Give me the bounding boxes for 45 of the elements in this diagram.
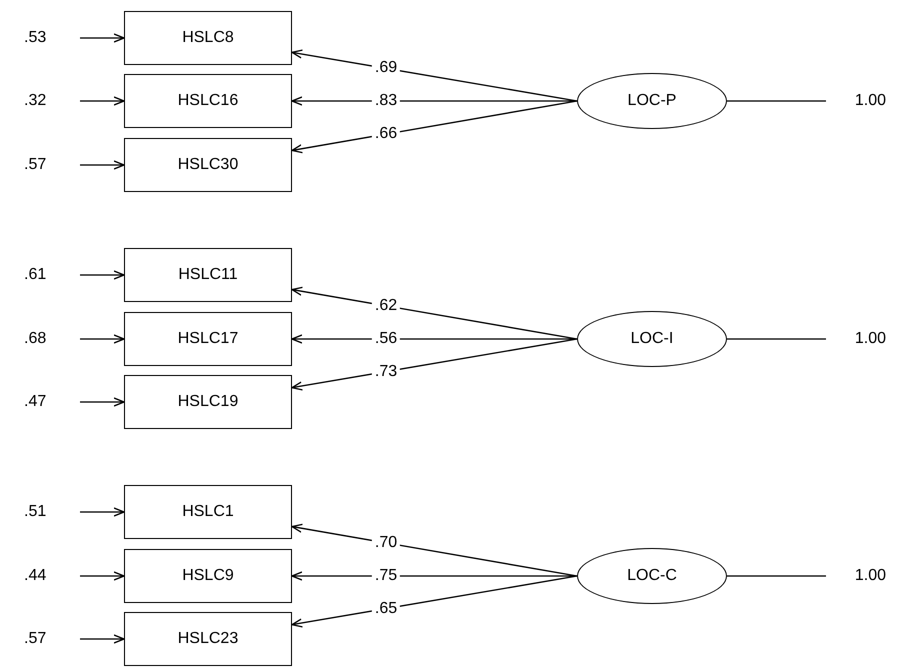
connector-line — [727, 338, 826, 340]
factor-variance-label: 1.00 — [826, 564, 886, 588]
arrow — [291, 524, 578, 577]
arrow — [80, 33, 125, 43]
connector-line — [727, 100, 826, 102]
indicator-box: HSLC30 — [124, 138, 292, 192]
arrow — [80, 334, 125, 344]
indicator-box: HSLC16 — [124, 74, 292, 128]
indicator-box: HSLC19 — [124, 375, 292, 429]
error-variance-label: .32 — [24, 89, 80, 113]
indicator-box: HSLC8 — [124, 11, 292, 65]
error-variance-label: .53 — [24, 26, 80, 50]
latent-factor-ellipse: LOC-C — [577, 548, 727, 604]
indicator-box: HSLC1 — [124, 485, 292, 539]
error-variance-label: .68 — [24, 327, 80, 351]
arrow — [80, 507, 125, 517]
factor-variance-label: 1.00 — [826, 327, 886, 351]
error-variance-label: .57 — [24, 627, 80, 651]
arrow — [291, 286, 578, 340]
error-variance-label: .61 — [24, 263, 80, 287]
latent-factor-ellipse: LOC-I — [577, 311, 727, 367]
factor-variance-label: 1.00 — [826, 89, 886, 113]
arrow — [291, 334, 577, 344]
error-variance-label: .57 — [24, 153, 80, 177]
arrow — [291, 338, 578, 391]
arrow — [80, 270, 125, 280]
error-variance-label: .47 — [24, 390, 80, 414]
latent-factor-ellipse: LOC-P — [577, 73, 727, 129]
indicator-box: HSLC17 — [124, 312, 292, 366]
arrow — [291, 49, 578, 102]
connector-line — [727, 575, 826, 577]
arrow — [80, 397, 125, 407]
arrow — [80, 634, 125, 644]
arrow — [80, 96, 125, 106]
error-variance-label: .44 — [24, 564, 80, 588]
indicator-box: HSLC23 — [124, 612, 292, 666]
arrow — [80, 571, 125, 581]
arrow — [291, 575, 578, 628]
error-variance-label: .51 — [24, 500, 80, 524]
arrow — [291, 96, 577, 106]
arrow — [291, 571, 577, 581]
indicator-box: HSLC9 — [124, 549, 292, 603]
arrow — [291, 100, 578, 154]
arrow — [80, 160, 125, 170]
indicator-box: HSLC11 — [124, 248, 292, 302]
